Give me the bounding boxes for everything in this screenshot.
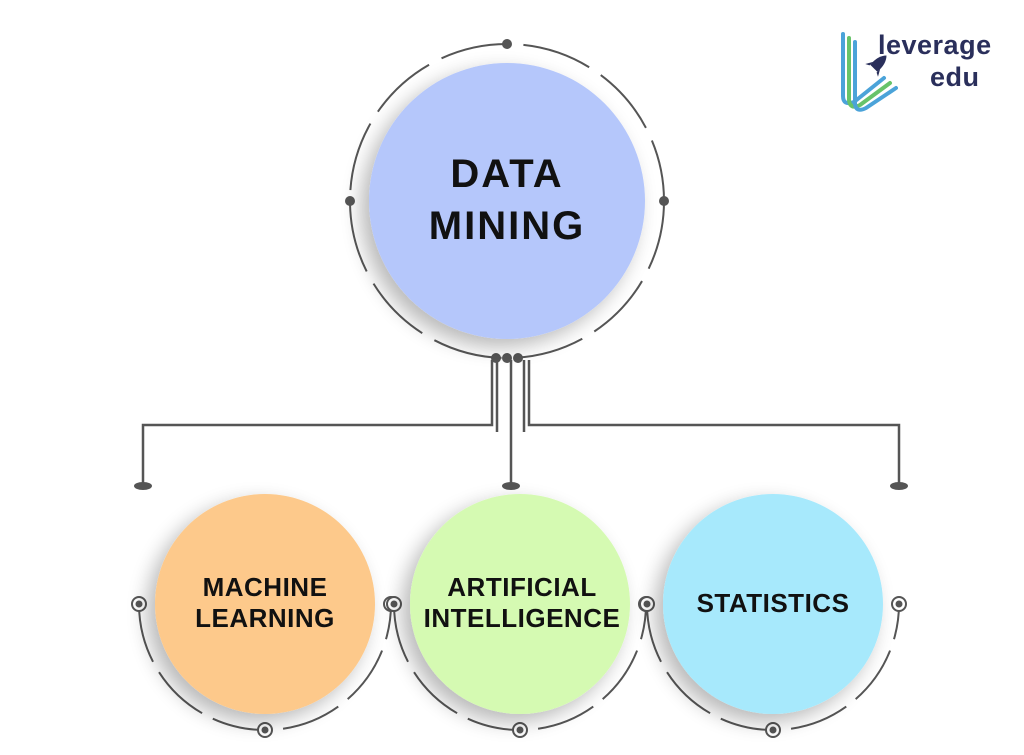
child-node-circle [663, 494, 883, 714]
connector-right [527, 360, 901, 483]
rocket-icon [865, 55, 887, 77]
child-ring-dot-core [643, 600, 651, 608]
child-ring-dot-core [516, 726, 524, 734]
connector-end-left [134, 482, 152, 490]
brand-logo: leverage edu [838, 28, 1008, 118]
connectors [141, 360, 901, 483]
child-node-machine-learning [131, 494, 399, 738]
child-ring-dot-core [769, 726, 777, 734]
main-node-ring-dots [345, 39, 669, 363]
child-ring-dot-core [895, 600, 903, 608]
child-node-circle [410, 494, 630, 714]
child-ring-dot-core [390, 600, 398, 608]
child-node-statistics [639, 494, 907, 738]
connector-ends [134, 482, 908, 490]
child-node-artificial-intelligence [386, 494, 654, 738]
connector-left [141, 360, 494, 483]
child-ring-dot-core [261, 726, 269, 734]
child-ring-dot-core [135, 600, 143, 608]
main-node-circle [369, 63, 645, 339]
connector-end-center [502, 482, 520, 490]
child-node-circle [155, 494, 375, 714]
logo-word-leverage: leverage [878, 30, 992, 60]
connector-end-right [890, 482, 908, 490]
logo-word-edu: edu [930, 62, 980, 92]
rocket-book-icon [841, 32, 898, 112]
